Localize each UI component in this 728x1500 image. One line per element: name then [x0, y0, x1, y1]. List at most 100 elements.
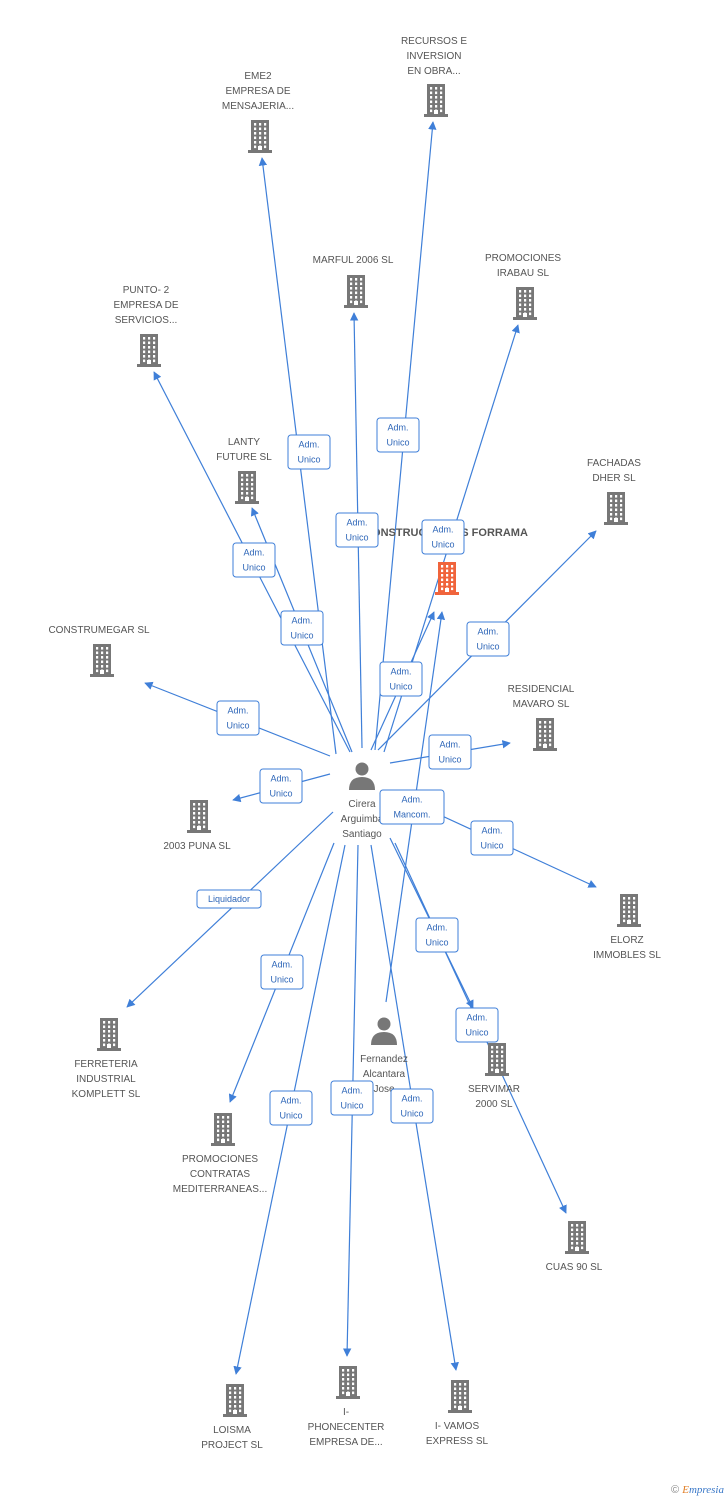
company-label-servimar-line-2: 2000 SL [475, 1099, 513, 1110]
relation-text-line-2: Unico [389, 682, 412, 692]
relation-box [379, 789, 445, 825]
company-label-promed-line-1: PROMOCIONES [182, 1154, 258, 1165]
company-label-mavaro-line-1: RESIDENCIAL [508, 684, 575, 695]
relation-text-line-1: Adm. [227, 706, 248, 716]
relation-box [335, 512, 379, 548]
relation-text-line-2: Unico [431, 540, 454, 550]
company-label-phonecenter-line-2: PHONECENTER [308, 1422, 385, 1433]
relation-label-p1-loisma[interactable]: Adm.Unico [269, 1090, 313, 1126]
relation-label-p1-vamos[interactable]: Adm.Unico [390, 1088, 434, 1124]
relation-text-line-1: Adm. [466, 1013, 487, 1023]
relation-label-p1-recursos[interactable]: Adm.Unico [376, 417, 420, 453]
relation-text-line-1: Adm. [291, 616, 312, 626]
relation-label-p1-servimar[interactable]: Adm.Unico [415, 917, 459, 953]
company-node-irabau[interactable]: PROMOCIONES IRABAU SL [485, 253, 561, 320]
relation-label-p1-punto2[interactable]: Adm.Unico [232, 542, 276, 578]
relation-box [470, 820, 514, 856]
relation-text-line-1: Adm. [298, 440, 319, 450]
relation-box [390, 1088, 434, 1124]
company-label-eme2-line-3: MENSAJERIA... [222, 101, 294, 112]
relation-text-line-2: Unico [279, 1111, 302, 1121]
relation-text-line-2: Unico [345, 533, 368, 543]
company-label-lanty-line-1: LANTY [228, 437, 261, 448]
relation-label-p1-fachadas[interactable]: Adm.Unico [466, 621, 510, 657]
company-node-lanty[interactable]: LANTY FUTURE SL [216, 437, 272, 504]
relation-label-p1-irabau[interactable]: Adm.Unico [421, 519, 465, 555]
company-label-irabau-line-2: IRABAU SL [497, 268, 550, 279]
company-label-loisma-line-2: PROJECT SL [201, 1440, 263, 1451]
company-label-punto2-line-2: EMPRESA DE [113, 300, 178, 311]
building-icon [336, 1366, 360, 1399]
relation-label-p1-promed[interactable]: Adm.Unico [260, 954, 304, 990]
relation-text-line-2: Unico [425, 938, 448, 948]
edge-p1-komplett [126, 811, 334, 1008]
company-node-construmegar[interactable]: CONSTRUMEGAR SL [48, 625, 150, 677]
company-node-cuas[interactable]: CUAS 90 SL [546, 1221, 603, 1273]
relation-text-line-2: Unico [269, 789, 292, 799]
relation-box [280, 610, 324, 646]
company-label-phonecenter-line-1: I- [343, 1407, 349, 1418]
building-icon [97, 1018, 121, 1051]
relation-text-line-1: Adm. [390, 667, 411, 677]
relation-labels-layer: Adm.UnicoAdm.UnicoAdm.UnicoAdm.UnicoAdm.… [196, 417, 514, 1126]
company-label-komplett-line-1: FERRETERIA [74, 1059, 138, 1070]
company-label-fachadas-line-1: FACHADAS [587, 458, 641, 469]
relation-box [330, 1080, 374, 1116]
relation-box [466, 621, 510, 657]
company-label-vamos-line-2: EXPRESS SL [426, 1436, 489, 1447]
person-label-p1-line-2: Arguimba [341, 814, 384, 825]
relation-text-line-2: Unico [226, 721, 249, 731]
relation-label-p1-puna[interactable]: Adm. Unico [259, 768, 303, 804]
relation-label-p1-cuas[interactable]: Adm.Unico [455, 1007, 499, 1043]
relation-label-p1-eme2[interactable]: Adm.Unico [287, 434, 331, 470]
relation-text-line-1: Adm. [271, 960, 292, 970]
relation-label-p1-marful[interactable]: Adm.Unico [335, 512, 379, 548]
company-node-puna[interactable]: 2003 PUNA SL [163, 800, 231, 852]
relation-box [379, 661, 423, 697]
brand-name: mpresia [688, 1484, 724, 1496]
relation-label-p2-focus[interactable]: Adm.Mancom. [379, 789, 445, 825]
building-icon [424, 84, 448, 117]
relation-box [269, 1090, 313, 1126]
relation-text-line-1: Adm. [387, 423, 408, 433]
relation-text-line-1: Adm. [401, 795, 422, 805]
company-node-promed[interactable]: PROMOCIONESCONTRATASMEDITERRANEAS... [173, 1113, 267, 1195]
company-label-irabau-line-1: PROMOCIONES [485, 253, 561, 264]
relation-label-p1-construmegar[interactable]: Adm. Unico [216, 700, 260, 736]
relation-label-p1-lanty[interactable]: Adm.Unico [280, 610, 324, 646]
relation-label-p1-mavaro[interactable]: Adm.Unico [428, 734, 472, 770]
relation-text-line-2: Unico [476, 642, 499, 652]
relation-label-p1-elorz[interactable]: Adm.Unico [470, 820, 514, 856]
relation-text-line-2: Unico [400, 1109, 423, 1119]
building-icon [435, 562, 459, 595]
relation-box [428, 734, 472, 770]
person-label-p1-line-3: Santiago [342, 829, 382, 840]
relation-label-p1-focus[interactable]: Adm. Unico [379, 661, 423, 697]
company-label-lanty-line-2: FUTURE SL [216, 452, 272, 463]
company-node-marful[interactable]: MARFUL 2006 SL [313, 255, 394, 308]
person-icon [371, 1017, 397, 1045]
company-label-elorz-line-1: ELORZ [610, 935, 643, 946]
relation-text-line-1: Adm. [270, 774, 291, 784]
relation-label-p1-phonecenter[interactable]: Adm.Unico [330, 1080, 374, 1116]
footer-brand[interactable]: © Empresia [671, 1484, 724, 1496]
relation-text-line-1: Adm. [481, 826, 502, 836]
company-label-promed-line-3: MEDITERRANEAS... [173, 1184, 267, 1195]
company-label-komplett-line-2: INDUSTRIAL [76, 1074, 136, 1085]
relation-label-p1-komplett[interactable]: Liquidador [196, 889, 262, 909]
building-icon [223, 1384, 247, 1417]
relation-box [455, 1007, 499, 1043]
